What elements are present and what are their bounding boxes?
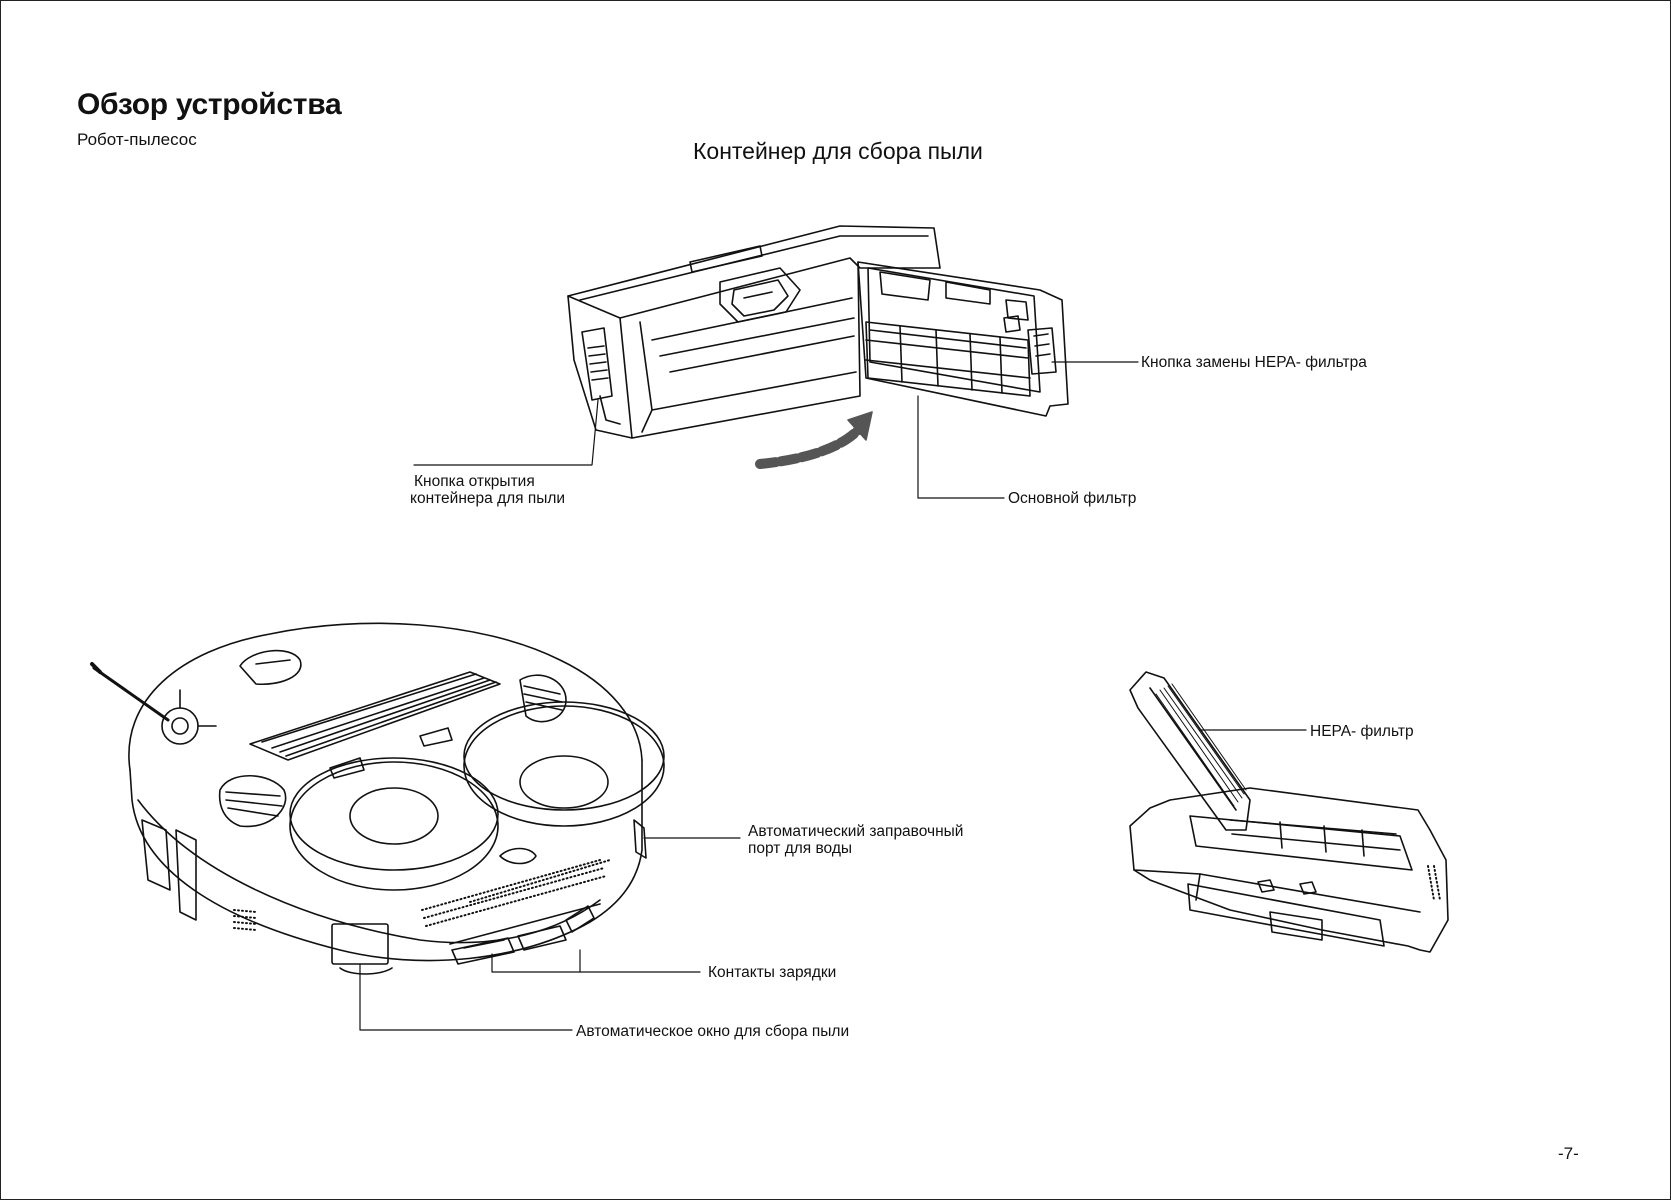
dust-container-illustration (568, 226, 1068, 464)
label-open-button-line2: контейнера для пыли (410, 490, 565, 507)
robot-vacuum-illustration (92, 623, 664, 974)
label-water-port-line2: порт для воды (748, 840, 852, 857)
label-main-filter: Основной фильтр (1008, 490, 1136, 507)
label-charging-contacts: Контакты зарядки (708, 964, 836, 981)
label-water-port-line1: Автоматический заправочный (748, 823, 963, 840)
robot-leader-lines (360, 838, 740, 1030)
label-open-button-line1: Кнопка открытия (414, 473, 535, 490)
page-number: -7- (1558, 1144, 1579, 1164)
label-hepa-filter: HEPA- фильтр (1310, 723, 1414, 740)
hepa-container-illustration (1130, 672, 1448, 952)
label-dust-window: Автоматическое окно для сбора пыли (576, 1023, 849, 1040)
label-hepa-replace-button: Кнопка замены HEPA- фильтра (1141, 354, 1367, 371)
